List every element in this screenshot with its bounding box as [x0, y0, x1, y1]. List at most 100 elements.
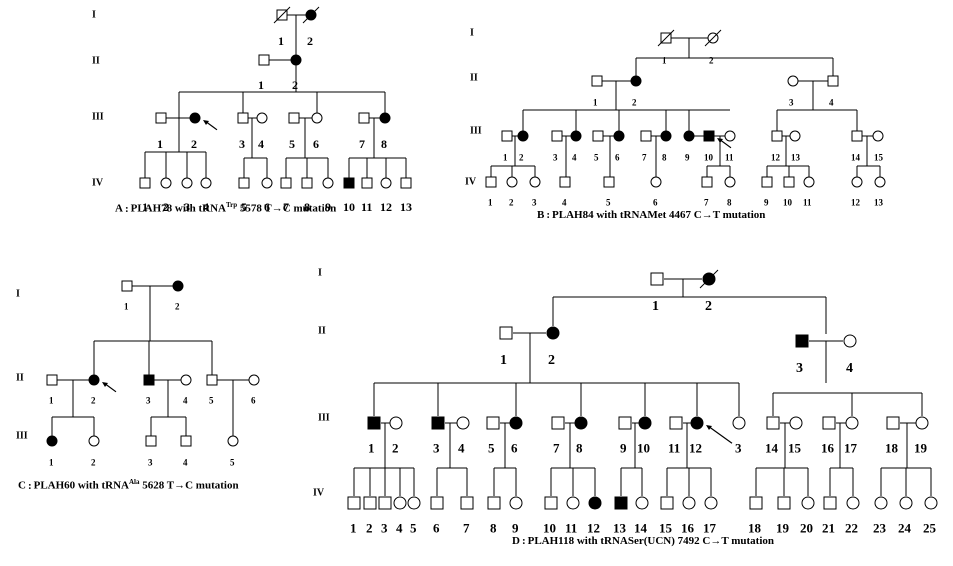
individual-number-d: 7 [463, 521, 470, 536]
individual-number-d: 15 [788, 441, 802, 456]
individual-number-a: 5 [241, 200, 247, 214]
female-symbol-b [683, 130, 695, 142]
female-symbol-c [227, 435, 239, 447]
individual-number-c: 1 [124, 301, 129, 311]
male-symbol-d [499, 326, 513, 340]
individual-number-b: 2 [632, 97, 637, 107]
female-symbol-d [789, 416, 803, 430]
female-symbol-a [189, 112, 201, 124]
individual-number-d: 4 [458, 441, 465, 456]
individual-number-d: 2 [548, 353, 555, 368]
generation-label-d: III [318, 412, 330, 423]
female-symbol-d [843, 334, 857, 348]
male-symbol-b [591, 75, 603, 87]
deceased-slash-a [273, 6, 291, 24]
individual-number-d: 8 [490, 521, 497, 536]
individual-number-b: 8 [662, 152, 667, 162]
individual-number-a: 7 [359, 137, 365, 151]
individual-number-b: 2 [709, 55, 714, 65]
individual-number-d: 4 [396, 521, 403, 536]
individual-number-d: 1 [350, 521, 357, 536]
individual-number-d: 11 [668, 441, 680, 456]
individual-number-d: 3 [796, 361, 803, 376]
male-symbol-d [614, 496, 628, 510]
individual-number-a: 1 [142, 200, 148, 214]
female-symbol-d [574, 416, 588, 430]
proband-arrowhead-c [102, 382, 108, 387]
individual-number-d: 16 [821, 441, 835, 456]
individual-number-b: 3 [789, 97, 794, 107]
male-symbol-d [766, 416, 780, 430]
male-symbol-d [363, 496, 377, 510]
female-symbol-d [899, 496, 913, 510]
individual-number-c: 3 [148, 457, 153, 467]
caption-d-letter: D [512, 535, 520, 547]
proband-arrowhead-a [203, 120, 209, 125]
individual-number-b: 2 [509, 197, 514, 207]
male-symbol-b [851, 130, 863, 142]
female-symbol-d [874, 496, 888, 510]
female-symbol-d [924, 496, 938, 510]
individual-number-d: 22 [845, 521, 858, 536]
individual-number-d: 23 [873, 521, 887, 536]
proband-arrowhead-b [717, 138, 723, 143]
individual-number-d: 2 [705, 299, 712, 314]
individual-number-d: 3 [735, 441, 742, 456]
individual-number-a: 1 [258, 78, 264, 92]
female-symbol-c [88, 374, 100, 386]
individual-number-b: 13 [874, 197, 884, 207]
individual-number-d: 3 [381, 521, 388, 536]
male-symbol-a [139, 177, 151, 189]
male-symbol-a [400, 177, 412, 189]
caption-d-arrow: → [710, 535, 722, 547]
caption-a-text1: PLAH78 with tRNA [130, 202, 226, 215]
caption-d-text2: T mutation [721, 535, 775, 547]
female-symbol-d [638, 416, 652, 430]
individual-number-c: 5 [209, 395, 214, 405]
caption-b-letter: B [537, 209, 545, 221]
individual-number-d: 16 [681, 521, 695, 536]
male-symbol-b [603, 176, 615, 188]
female-symbol-a [261, 177, 273, 189]
caption-c-text3: C mutation [185, 479, 239, 492]
male-symbol-b [592, 130, 604, 142]
individual-number-b: 4 [572, 152, 577, 162]
individual-number-c: 6 [251, 395, 256, 405]
individual-number-c: 2 [91, 457, 96, 467]
female-symbol-d [915, 416, 929, 430]
individual-number-c: 2 [91, 395, 96, 405]
individual-number-b: 6 [653, 197, 658, 207]
female-symbol-b [872, 130, 884, 142]
female-symbol-d [509, 496, 523, 510]
caption-a-text3: C mutation [282, 202, 337, 215]
individual-number-d: 15 [659, 521, 673, 536]
individual-number-b: 4 [562, 197, 567, 207]
female-symbol-b [724, 130, 736, 142]
individual-number-a: 1 [157, 137, 163, 151]
female-symbol-c [180, 374, 192, 386]
individual-number-b: 2 [519, 152, 524, 162]
caption-panel-a: A:PLAH78 with tRNATrp 5578 T→C mutation [115, 201, 337, 215]
individual-number-d: 5 [488, 441, 495, 456]
individual-number-b: 1 [488, 197, 493, 207]
female-symbol-c [88, 435, 100, 447]
individual-number-d: 6 [433, 521, 440, 536]
individual-number-b: 5 [606, 197, 611, 207]
individual-number-b: 10 [704, 152, 714, 162]
individual-number-b: 7 [642, 152, 647, 162]
individual-number-b: 9 [764, 197, 769, 207]
individual-number-c: 5 [230, 457, 235, 467]
individual-number-a: 10 [343, 200, 355, 214]
female-symbol-b [789, 130, 801, 142]
individual-number-b: 8 [727, 197, 732, 207]
individual-number-d: 19 [776, 521, 790, 536]
individual-number-d: 11 [565, 521, 577, 536]
individual-number-c: 4 [183, 395, 188, 405]
individual-number-a: 4 [258, 137, 264, 151]
generation-label-a: II [92, 55, 100, 66]
generation-label-c: I [16, 288, 20, 299]
generation-label-a: III [92, 111, 104, 122]
male-symbol-c [121, 280, 133, 292]
male-symbol-d [487, 496, 501, 510]
individual-number-b: 1 [593, 97, 598, 107]
